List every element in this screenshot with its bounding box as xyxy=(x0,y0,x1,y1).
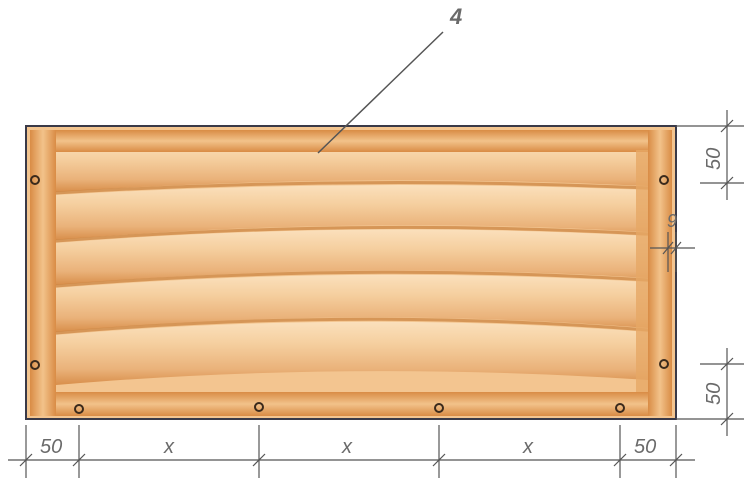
gap-dimension xyxy=(650,232,695,272)
frame-bottom-rail xyxy=(30,392,672,416)
frame-right-stile xyxy=(648,130,672,416)
dim-label-left-50: 50 xyxy=(40,436,62,458)
dim-label-right-50: 50 xyxy=(634,436,656,458)
screw xyxy=(434,403,444,413)
frame xyxy=(30,130,672,416)
dim-label-x-2: x xyxy=(341,436,353,458)
frame-inner-right-strip xyxy=(636,150,648,392)
dim-label-right-top-50: 50 xyxy=(703,148,725,170)
frame-left-stile xyxy=(30,130,56,416)
dim-label-right-bottom-50: 50 xyxy=(703,383,725,405)
screw xyxy=(254,402,264,412)
bottom-dimension-labels: 50 x x x 50 xyxy=(40,436,656,458)
screw xyxy=(74,404,84,414)
panel-outline xyxy=(25,125,677,420)
screw xyxy=(659,359,669,369)
screws xyxy=(30,175,669,414)
dim-label-x-3: x xyxy=(522,436,534,458)
bottom-dimension xyxy=(8,425,695,478)
screw xyxy=(30,360,40,370)
dim-label-x-1: x xyxy=(163,436,175,458)
shutter-panel xyxy=(25,125,677,420)
callout: 4 xyxy=(317,4,462,154)
right-bottom-dimension xyxy=(676,348,744,436)
frame-top-rail xyxy=(30,130,672,152)
dim-label-gap-9: 9 xyxy=(667,211,677,231)
callout-label: 4 xyxy=(449,4,462,29)
screw xyxy=(659,175,669,185)
screw xyxy=(615,403,625,413)
right-top-dimension xyxy=(676,110,744,200)
screw xyxy=(30,175,40,185)
slats xyxy=(55,141,649,385)
